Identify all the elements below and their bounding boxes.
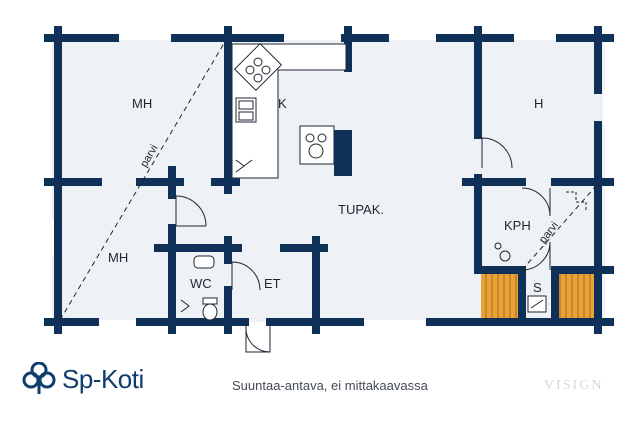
doors: [175, 137, 551, 353]
room-label-wc: WC: [190, 276, 212, 291]
room-label-s: S: [533, 280, 542, 295]
walls: [44, 26, 614, 334]
fireplace: [334, 130, 352, 176]
brand-logo: Sp-Koti: [22, 362, 144, 396]
wc-sink-icon: [193, 255, 215, 269]
room-label-mh-bottom: MH: [108, 250, 128, 265]
watermark-text: VISIGN: [544, 378, 604, 393]
parvi-line-left: [59, 39, 227, 321]
sp-koti-logo-icon: [22, 362, 56, 394]
room-label-tupak: TUPAK.: [338, 202, 384, 217]
sink-icon: [235, 97, 257, 123]
parvi-line-right: [521, 185, 597, 271]
windows: [50, 36, 607, 324]
disclaimer-caption: Suuntaa-antava, ei mittakaavassa: [232, 378, 428, 393]
sauna-bench-left: [481, 272, 519, 318]
room-label-kph: KPH: [504, 218, 531, 233]
room-label-k: K: [278, 96, 287, 111]
stove-icon: [233, 42, 283, 92]
brand-name: Sp-Koti: [62, 363, 144, 394]
room-label-mh-top: MH: [132, 96, 152, 111]
room-label-et: ET: [264, 276, 281, 291]
kitchen-counter: [231, 43, 347, 179]
floor-plan: MH MH K H TUPAK. KPH WC ET S parvi parvi: [44, 26, 614, 353]
room-label-h: H: [534, 96, 543, 111]
toilet-icon: [202, 297, 218, 321]
sauna-stove-icon: [527, 295, 547, 313]
sauna-bench-right: [555, 272, 596, 318]
